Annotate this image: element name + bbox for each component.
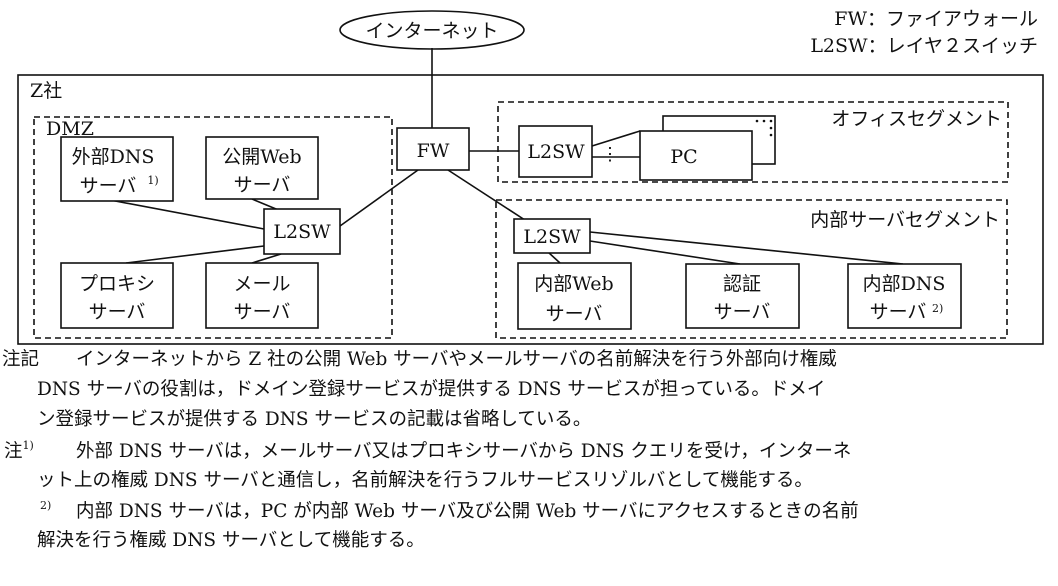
internet-label: インターネット	[365, 20, 498, 42]
int-web-label-1: 内部Web	[534, 273, 613, 295]
mail-label-2: サーバ	[234, 301, 291, 323]
int-dns-mark: 2)	[932, 302, 943, 315]
fw-node	[396, 127, 470, 171]
note-2-line-1: 内部 DNS サーバは，PC が内部 Web サーバ及び公開 Web サーバにア…	[76, 501, 859, 522]
ext-dns-label-2: サーバ	[80, 175, 137, 197]
office-switch-label: L2SW	[527, 141, 585, 163]
dmz-label: DMZ	[46, 118, 94, 140]
company-label: Z社	[30, 80, 62, 102]
link-extdns-switch	[109, 199, 265, 230]
ext-dns-label-1: 外部DNS	[72, 146, 155, 168]
network-diagram: インターネット FW L2SW 外部DNS サーバ 1) 公開Web サーバ プ…	[17, 8, 1044, 345]
internal-server-segment	[495, 199, 1008, 339]
link-fw-internal-switch	[447, 169, 529, 223]
note-1-head: 注1)	[4, 439, 34, 462]
auth-label-2: サーバ	[714, 301, 771, 323]
general-note-head: 注記	[2, 349, 40, 370]
general-note-line-1: インターネットから Z 社の公開 Web サーバやメールサーバの名前解決を行う外…	[76, 349, 837, 370]
internal-switch-node	[513, 218, 591, 254]
auth-label-1: 認証	[723, 273, 761, 295]
link-fw-dmz-switch	[339, 169, 419, 227]
fw-label: FW	[417, 140, 450, 162]
proxy-label-2: サーバ	[89, 301, 146, 323]
ext-dns-server	[60, 136, 174, 202]
proxy-label-1: プロキシ	[79, 273, 155, 295]
internal-switch-label: L2SW	[523, 226, 581, 248]
office-switch-node	[518, 125, 593, 178]
pub-web-server	[205, 136, 319, 200]
link-intswitch-intdns	[589, 231, 904, 265]
pub-web-label-2: サーバ	[234, 174, 291, 196]
link-mail-switch	[251, 253, 282, 264]
office-segment-label: オフィスセグメント	[831, 108, 1002, 130]
office-dots: ⋮	[601, 144, 619, 165]
general-note-line-2: DNS サーバの役割は，ドメイン登録サービスが提供する DNS サービスが担って…	[37, 379, 826, 400]
note-2-mark: 2)	[40, 499, 52, 512]
proxy-server	[60, 262, 174, 329]
link-office-switch-pc	[591, 130, 641, 147]
int-dns-label-1: 内部DNS	[863, 273, 946, 295]
int-dns-server	[847, 263, 962, 329]
int-web-label-2: サーバ	[546, 303, 603, 325]
company-frame	[17, 74, 1044, 345]
ext-dns-mark: 1)	[147, 174, 158, 187]
link-intswitch-auth	[589, 240, 741, 265]
int-dns-label-2: サーバ	[870, 301, 927, 323]
internet-node	[339, 10, 525, 50]
dmz-switch-node	[263, 208, 341, 255]
pub-web-label-1: 公開Web	[222, 146, 301, 168]
link-proxy-switch	[125, 245, 265, 264]
office-segment	[497, 101, 1009, 183]
internal-segment-label: 内部サーバセグメント	[810, 209, 1000, 231]
pc-label: PC	[670, 146, 697, 168]
note-2-line-2: 解決を行う権威 DNS サーバとして機能する。	[37, 530, 425, 551]
mail-server	[205, 262, 319, 329]
mail-label-1: メール	[233, 273, 290, 295]
legend-l2sw: L2SW：レイヤ２スイッチ	[810, 35, 1038, 57]
note-1-line-2: ット上の権威 DNS サーバと通信し，名前解決を行うフルサービスリゾルバとして機…	[37, 470, 813, 491]
auth-server	[685, 263, 800, 329]
dmz-switch-label: L2SW	[273, 221, 331, 243]
general-note-line-3: ン登録サービスが提供する DNS サービスの記載は省略している。	[37, 409, 592, 430]
int-web-server	[517, 262, 632, 330]
pc-node-front	[639, 130, 753, 181]
link-intswitch-intweb	[547, 251, 561, 264]
note-1-line-1: 外部 DNS サーバは，メールサーバ又はプロキシサーバから DNS クエリを受け…	[76, 441, 852, 462]
legend-fw: FW：ファイアウォール	[834, 8, 1038, 30]
